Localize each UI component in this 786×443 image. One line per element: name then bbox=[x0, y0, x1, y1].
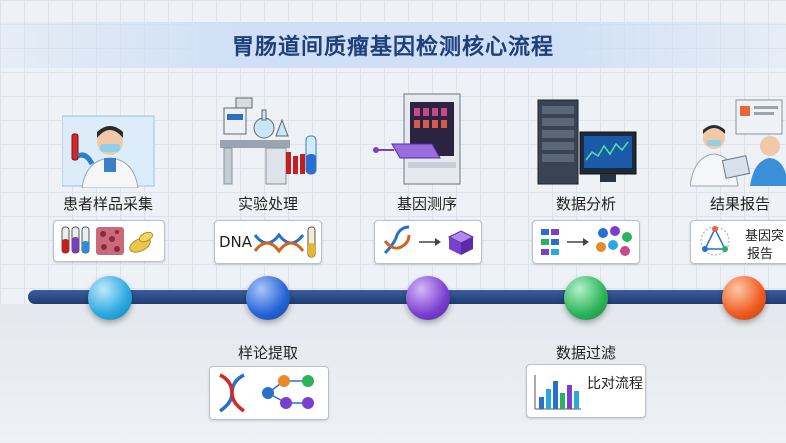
doctor-illustration bbox=[62, 115, 155, 188]
timeline-node-sample-collection bbox=[88, 276, 132, 320]
stage-label-sample-extraction: 样论提取 bbox=[237, 344, 299, 362]
dna-network-icon bbox=[218, 373, 314, 413]
timeline-node-data-analysis bbox=[564, 276, 608, 320]
floor-panel bbox=[0, 304, 786, 443]
stage-label-sample-collection: 患者样品采集 bbox=[62, 195, 154, 213]
stage-label-data-analysis: 数据分析 bbox=[555, 195, 617, 213]
stage-card-lab-processing: DNA bbox=[214, 220, 322, 264]
sequencer-illustration bbox=[373, 93, 461, 185]
dna-to-data-icon bbox=[383, 225, 475, 255]
timeline-node-sequencing bbox=[406, 276, 450, 320]
blood-tubes-icon bbox=[61, 226, 154, 255]
stage-card-result-report: 基因突 报告 bbox=[690, 220, 786, 264]
dna-helix-icon bbox=[253, 226, 316, 258]
mutation-network-icon bbox=[700, 226, 730, 256]
bar-chart-icon bbox=[534, 375, 581, 410]
page-title: 胃肠道间质瘤基因检测核心流程 bbox=[231, 35, 554, 60]
server-illustration bbox=[537, 99, 637, 185]
stage-label-sequencing: 基因测序 bbox=[396, 195, 458, 213]
alignment-pipeline-label: 比对流程 bbox=[587, 376, 643, 392]
lab-bench-illustration bbox=[220, 97, 317, 185]
stage-label-data-filtering: 数据过滤 bbox=[555, 344, 617, 362]
title-banner: 胃肠道间质瘤基因检测核心流程 bbox=[0, 22, 786, 68]
report-illustration bbox=[690, 99, 786, 187]
dna-label: DNA bbox=[219, 233, 253, 251]
stage-card-sample-collection bbox=[53, 220, 165, 262]
report-card-line-2: 报告 bbox=[747, 247, 774, 262]
stage-card-sample-extraction bbox=[209, 366, 329, 420]
timeline-node-lab-processing bbox=[246, 276, 290, 320]
stage-label-result-report: 结果报告 bbox=[709, 195, 771, 213]
data-clustering-icon bbox=[541, 226, 632, 256]
timeline-node-result-report bbox=[722, 276, 766, 320]
stage-card-data-filtering: 比对流程 bbox=[526, 364, 646, 418]
report-card-line-1: 基因突 bbox=[745, 229, 785, 244]
stage-label-lab-processing: 实验处理 bbox=[237, 195, 299, 213]
stage-card-data-analysis bbox=[532, 220, 640, 264]
stage-card-sequencing bbox=[374, 220, 482, 264]
